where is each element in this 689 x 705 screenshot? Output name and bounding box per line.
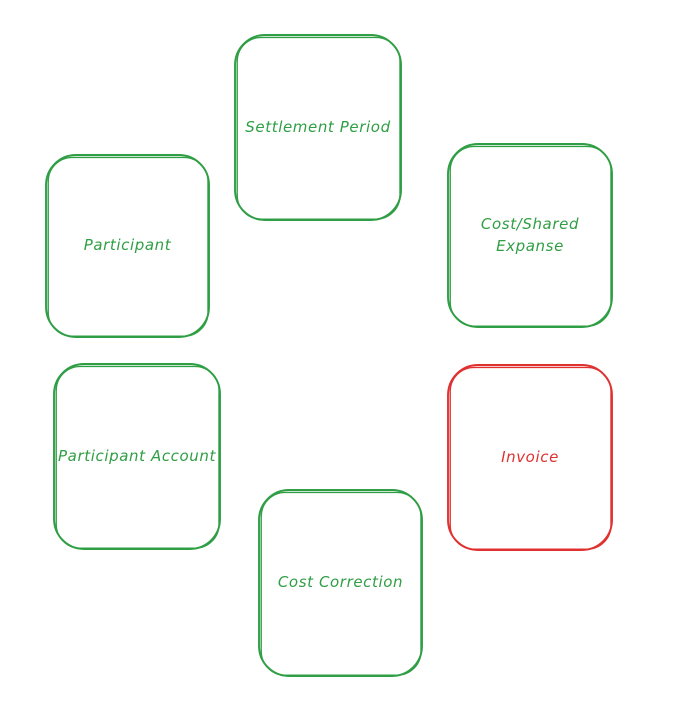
node-participant[interactable]: Participant xyxy=(44,153,211,339)
node-border-sketch xyxy=(45,154,210,338)
node-border-sketch xyxy=(447,143,613,328)
node-border-sketch xyxy=(447,364,613,551)
node-cost-correction[interactable]: Cost Correction xyxy=(257,488,424,678)
node-border-sketch xyxy=(258,489,423,677)
node-settlement-period[interactable]: Settlement Period xyxy=(233,33,403,222)
node-border-sketch xyxy=(53,363,221,550)
node-invoice[interactable]: Invoice xyxy=(446,363,614,552)
node-participant-account[interactable]: Participant Account xyxy=(52,362,222,551)
node-border-sketch xyxy=(234,34,402,221)
